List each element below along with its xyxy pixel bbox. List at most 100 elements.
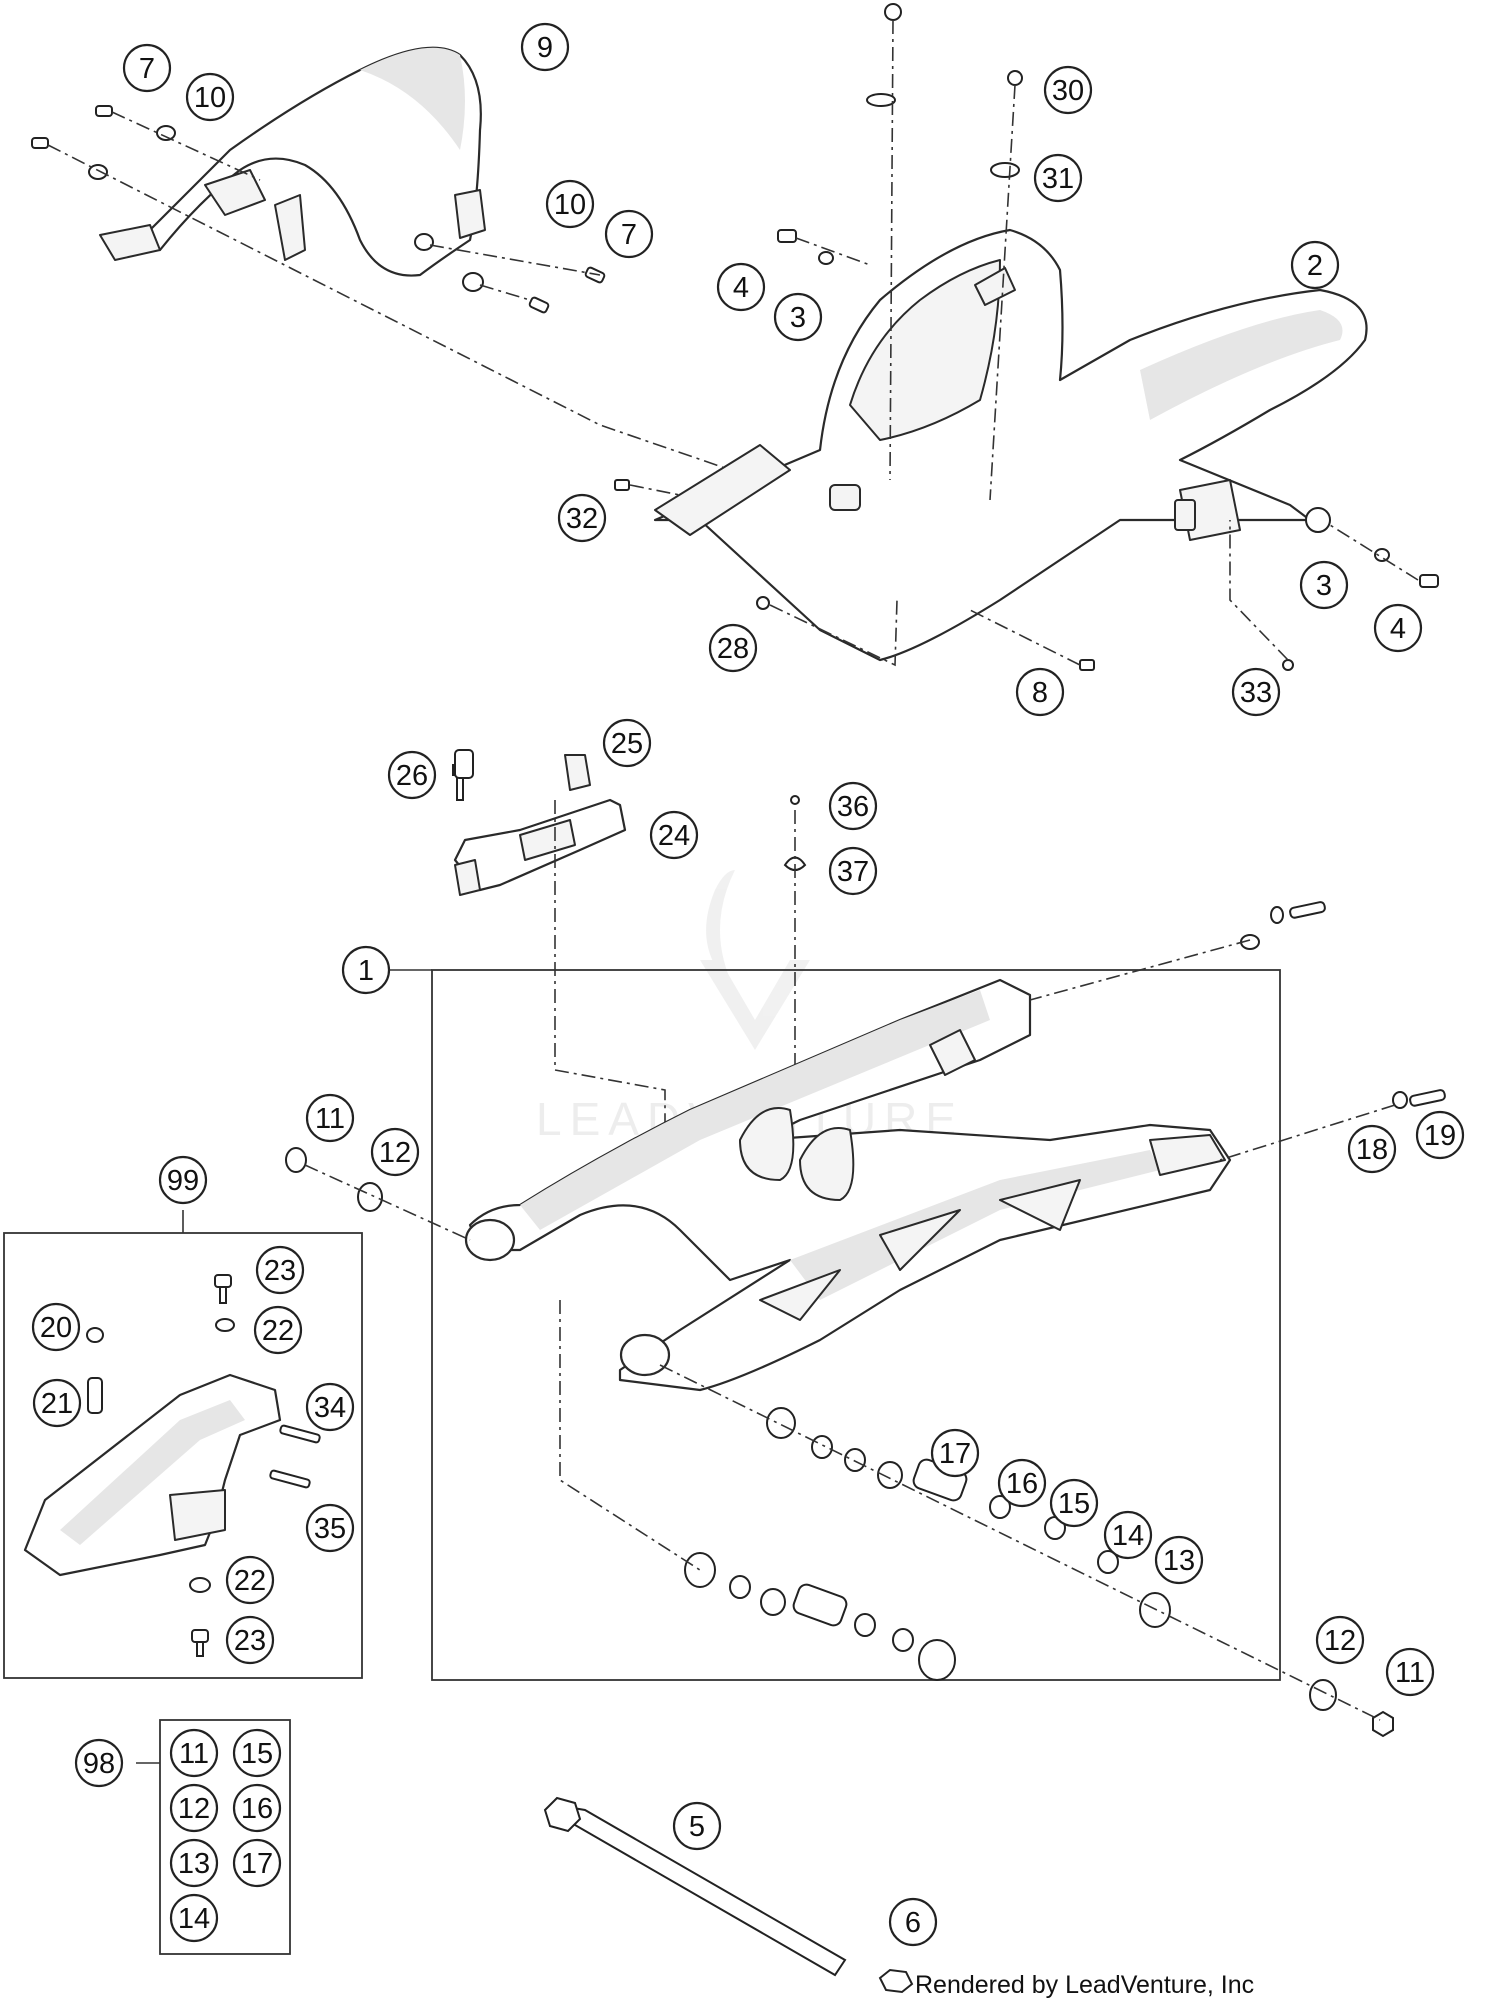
callout-7[interactable]: 7 bbox=[604, 209, 654, 259]
callout-label: 12 bbox=[379, 1137, 411, 1169]
callout-34[interactable]: 34 bbox=[305, 1382, 355, 1432]
kit-item-label: 15 bbox=[241, 1738, 273, 1770]
kit-98-item-11[interactable]: 11 bbox=[169, 1728, 219, 1778]
callout-22[interactable]: 22 bbox=[253, 1305, 303, 1355]
callout-22[interactable]: 22 bbox=[225, 1555, 275, 1605]
callout-circle bbox=[520, 22, 570, 72]
callout-99[interactable]: 99 bbox=[158, 1155, 208, 1205]
kit-98-items: 11 15 12 16 13 17 14 bbox=[169, 1728, 282, 1943]
callout-28[interactable]: 28 bbox=[708, 623, 758, 673]
callout-label: 19 bbox=[1424, 1120, 1456, 1152]
callout-11[interactable]: 11 bbox=[1385, 1647, 1435, 1697]
kit-98-item-17[interactable]: 17 bbox=[232, 1838, 282, 1888]
callout-3[interactable]: 3 bbox=[1299, 560, 1349, 610]
callout-10[interactable]: 10 bbox=[545, 179, 595, 229]
callout-33[interactable]: 33 bbox=[1231, 667, 1281, 717]
callout-label: 11 bbox=[1395, 1657, 1425, 1689]
rear-fender bbox=[653, 228, 1368, 662]
callout-label: 12 bbox=[1324, 1625, 1356, 1657]
chain-slider bbox=[453, 798, 627, 896]
callout-circle bbox=[545, 179, 595, 229]
callout-14[interactable]: 14 bbox=[1103, 1510, 1153, 1560]
callout-circle bbox=[1385, 1647, 1435, 1697]
callout-circle bbox=[387, 750, 437, 800]
callout-23[interactable]: 23 bbox=[255, 1245, 305, 1295]
callout-21[interactable]: 21 bbox=[32, 1378, 82, 1428]
callout-circle bbox=[1290, 240, 1340, 290]
kit-98-item-14[interactable]: 14 bbox=[169, 1893, 219, 1943]
callout-label: 1 bbox=[358, 955, 374, 987]
callout-35[interactable]: 35 bbox=[305, 1503, 355, 1553]
kit-item-circle bbox=[232, 1838, 282, 1888]
callout-label: 22 bbox=[262, 1315, 294, 1347]
callout-9[interactable]: 9 bbox=[520, 22, 570, 72]
callout-label: 26 bbox=[396, 760, 428, 792]
callout-31[interactable]: 31 bbox=[1033, 153, 1083, 203]
kit-item-circle bbox=[232, 1728, 282, 1778]
callout-circle bbox=[828, 781, 878, 831]
kit-item-label: 12 bbox=[178, 1793, 210, 1825]
callout-24[interactable]: 24 bbox=[649, 810, 699, 860]
callout-circle bbox=[604, 209, 654, 259]
chain-guard-hardware bbox=[31, 105, 606, 314]
kit-item-label: 17 bbox=[241, 1848, 273, 1880]
kit-98-item-15[interactable]: 15 bbox=[232, 1728, 282, 1778]
callout-6[interactable]: 6 bbox=[888, 1897, 938, 1947]
callout-label: 10 bbox=[554, 189, 586, 221]
callout-36[interactable]: 36 bbox=[828, 781, 878, 831]
callout-label: 4 bbox=[1390, 613, 1406, 645]
kit-98-item-13[interactable]: 13 bbox=[169, 1838, 219, 1888]
callout-17[interactable]: 17 bbox=[930, 1428, 980, 1478]
callout-30[interactable]: 30 bbox=[1043, 65, 1093, 115]
callout-15[interactable]: 15 bbox=[1049, 1478, 1099, 1528]
callout-3[interactable]: 3 bbox=[773, 292, 823, 342]
callout-5[interactable]: 5 bbox=[672, 1801, 722, 1851]
callout-circle bbox=[341, 945, 391, 995]
callout-23[interactable]: 23 bbox=[225, 1615, 275, 1665]
rear-fender-hardware bbox=[614, 3, 1439, 671]
kit-item-circle bbox=[232, 1783, 282, 1833]
callout-circle bbox=[828, 846, 878, 896]
callout-4[interactable]: 4 bbox=[1373, 603, 1423, 653]
callout-label: 22 bbox=[234, 1565, 266, 1597]
callout-32[interactable]: 32 bbox=[557, 493, 607, 543]
callout-circle bbox=[672, 1801, 722, 1851]
callout-circle bbox=[305, 1382, 355, 1432]
callout-circle bbox=[32, 1378, 82, 1428]
callout-circle bbox=[185, 72, 235, 122]
callout-10[interactable]: 10 bbox=[185, 72, 235, 122]
kit-98-item-16[interactable]: 16 bbox=[232, 1783, 282, 1833]
callout-circle bbox=[1033, 153, 1083, 203]
callout-11[interactable]: 11 bbox=[305, 1093, 355, 1143]
callout-label: 20 bbox=[40, 1312, 72, 1344]
callout-circle bbox=[225, 1555, 275, 1605]
callout-37[interactable]: 37 bbox=[828, 846, 878, 896]
kit-98-item-12[interactable]: 12 bbox=[169, 1783, 219, 1833]
callout-label: 17 bbox=[939, 1438, 971, 1470]
kit-item-circle bbox=[169, 1728, 219, 1778]
callout-98[interactable]: 98 bbox=[74, 1738, 124, 1788]
swingarm-group-box bbox=[431, 969, 1281, 1681]
callout-circle bbox=[1154, 1535, 1204, 1585]
callout-1[interactable]: 1 bbox=[341, 945, 391, 995]
callout-26[interactable]: 26 bbox=[387, 750, 437, 800]
callout-label: 34 bbox=[314, 1392, 346, 1424]
callout-25[interactable]: 25 bbox=[602, 718, 652, 768]
callout-16[interactable]: 16 bbox=[997, 1458, 1047, 1508]
callout-18[interactable]: 18 bbox=[1347, 1124, 1397, 1174]
callout-7[interactable]: 7 bbox=[122, 43, 172, 93]
callout-circle bbox=[1315, 1615, 1365, 1665]
callout-label: 37 bbox=[837, 856, 869, 888]
callout-20[interactable]: 20 bbox=[31, 1302, 81, 1352]
callout-13[interactable]: 13 bbox=[1154, 1535, 1204, 1585]
callout-4[interactable]: 4 bbox=[716, 262, 766, 312]
callout-19[interactable]: 19 bbox=[1415, 1110, 1465, 1160]
callout-circle bbox=[31, 1302, 81, 1352]
callout-12[interactable]: 12 bbox=[370, 1127, 420, 1177]
kit-item-label: 11 bbox=[179, 1738, 209, 1770]
callout-circle bbox=[1415, 1110, 1465, 1160]
callout-8[interactable]: 8 bbox=[1015, 667, 1065, 717]
callout-circle bbox=[888, 1897, 938, 1947]
callout-2[interactable]: 2 bbox=[1290, 240, 1340, 290]
callout-12[interactable]: 12 bbox=[1315, 1615, 1365, 1665]
